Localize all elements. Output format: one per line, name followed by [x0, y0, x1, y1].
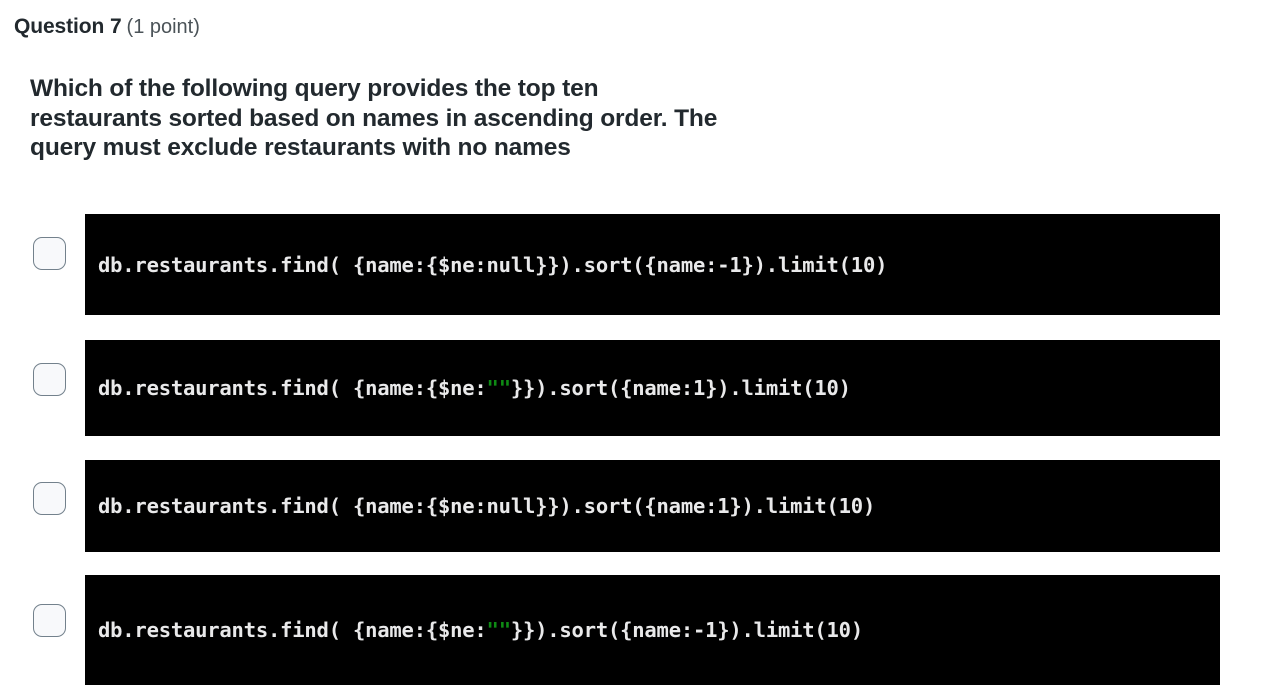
code-string-d: "" [486, 618, 511, 642]
code-text-option-d: db.restaurants.find( {name:{$ne:""}}).so… [85, 618, 863, 642]
answer-option-c[interactable]: db.restaurants.find( {name:{$ne:null}}).… [0, 460, 1285, 575]
code-prefix-a: db.restaurants.find( {name:{$ne:null}}).… [98, 253, 888, 277]
question-prompt: Which of the following query provides th… [30, 75, 718, 161]
answer-options-list: db.restaurants.find( {name:{$ne:null}}).… [0, 210, 1285, 695]
code-text-option-b: db.restaurants.find( {name:{$ne:""}}).so… [85, 376, 851, 400]
checkbox-option-b[interactable] [33, 363, 66, 396]
checkbox-option-c[interactable] [33, 482, 66, 515]
question-header: Question 7(1 point) [14, 14, 200, 40]
answer-option-b[interactable]: db.restaurants.find( {name:{$ne:""}}).so… [0, 340, 1285, 460]
code-suffix-d: }}).sort({name:-1}).limit(10) [510, 618, 863, 642]
code-block-option-d: db.restaurants.find( {name:{$ne:""}}).so… [85, 575, 1220, 685]
question-points: (1 point) [126, 16, 200, 38]
code-block-option-c: db.restaurants.find( {name:{$ne:null}}).… [85, 460, 1220, 552]
code-string-b: "" [486, 376, 511, 400]
code-text-option-c: db.restaurants.find( {name:{$ne:null}}).… [85, 494, 875, 518]
code-prefix-b: db.restaurants.find( {name:{$ne: [98, 376, 487, 400]
checkbox-option-d[interactable] [33, 604, 66, 637]
code-text-option-a: db.restaurants.find( {name:{$ne:null}}).… [85, 252, 887, 277]
code-block-option-a: db.restaurants.find( {name:{$ne:null}}).… [85, 214, 1220, 315]
code-prefix-c: db.restaurants.find( {name:{$ne:null}}).… [98, 494, 876, 518]
answer-option-d[interactable]: db.restaurants.find( {name:{$ne:""}}).so… [0, 575, 1285, 695]
code-block-option-b: db.restaurants.find( {name:{$ne:""}}).so… [85, 340, 1220, 436]
checkbox-option-a[interactable] [33, 237, 66, 270]
code-suffix-b: }}).sort({name:1}).limit(10) [510, 376, 851, 400]
code-prefix-d: db.restaurants.find( {name:{$ne: [98, 618, 487, 642]
question-number: Question 7 [14, 15, 122, 38]
answer-option-a[interactable]: db.restaurants.find( {name:{$ne:null}}).… [0, 210, 1285, 340]
